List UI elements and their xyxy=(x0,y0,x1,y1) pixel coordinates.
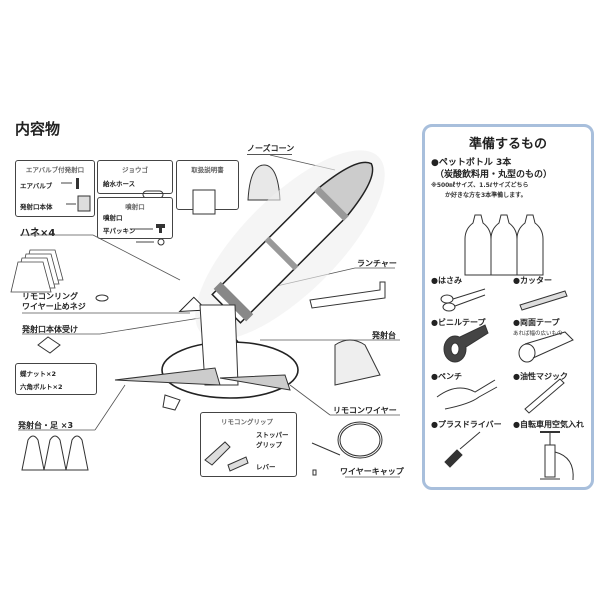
item-scissors: ●はさみ xyxy=(431,276,462,285)
legs-label: 発射台・足 ×3 xyxy=(18,421,74,430)
grip-box-title: リモコングリップ xyxy=(221,418,273,426)
wing-nut-label: 蝶ナット×2 xyxy=(20,370,56,378)
tools-icons xyxy=(436,288,574,481)
wire-screw-label: ワイヤー止めネジ xyxy=(22,302,86,311)
manual-box-title: 取扱説明書 xyxy=(191,166,224,174)
contents-title: 内容物 xyxy=(15,120,61,138)
marker-icon xyxy=(524,378,565,414)
funnel-box: ジョウゴ 給水ホース xyxy=(97,160,173,199)
item-bicycle-pump: ●自転車用空気入れ xyxy=(513,420,584,429)
air-valve-label: エアバルブ xyxy=(20,182,53,190)
scissors-icon xyxy=(440,288,486,312)
bottles-icon xyxy=(464,214,544,276)
prepare-panel: 準備するもの ●ペットボトル 3本 （炭酸飲料用・丸型のもの） ※500㎖サイズ… xyxy=(422,124,594,490)
funnel-box-title: ジョウゴ xyxy=(122,166,148,174)
nozzle-box: 噴射口 噴射口 平パッキン xyxy=(97,197,173,246)
nozzle-box-title: 噴射口 xyxy=(125,203,145,211)
item-vinyl-tape: ●ビニルテープ xyxy=(431,318,486,327)
bottle-type: （炭酸飲料用・丸型のもの） xyxy=(435,170,553,180)
item-cutter: ●カッター xyxy=(513,276,552,285)
item-screwdriver: ●プラスドライバー xyxy=(431,420,502,429)
bicycle-pump-icon xyxy=(540,431,574,481)
nut-bolt-box: 蝶ナット×2 六角ボルト×2 xyxy=(15,363,97,395)
launch-port-label: 発射口本体 xyxy=(20,203,53,211)
item-pliers: ●ペンチ xyxy=(431,372,462,381)
launcher-label: ランチャー xyxy=(357,259,397,268)
packing-label: 平パッキン xyxy=(103,227,136,235)
stopper-label: ストッパー xyxy=(256,431,289,439)
item-marker: ●油性マジック xyxy=(513,372,568,381)
wings-label: ハネ×4 xyxy=(20,228,56,239)
pliers-icon xyxy=(436,379,498,410)
double-tape-note: あれば幅の広いもの xyxy=(513,331,563,337)
remote-ring-label: リモコンリング xyxy=(22,292,78,301)
item-double-tape: ●両面テープ xyxy=(513,318,560,327)
grip-label: グリップ xyxy=(256,441,282,449)
launch-pad-label: 発射台 xyxy=(372,331,396,340)
manual-icon xyxy=(192,189,216,215)
screwdriver-icon xyxy=(444,431,481,468)
lever-label: レバー xyxy=(256,463,276,471)
air-valve-box: エアバルブ付発射口 エアバルブ 発射口本体 xyxy=(15,160,95,217)
body-holder-label: 発射口本体受け xyxy=(22,325,78,334)
nozzle-label: 噴射口 xyxy=(103,214,123,222)
air-valve-icon xyxy=(61,178,91,212)
wings-icon xyxy=(10,249,64,293)
bottle-note-2: か好きな方を3本準備します。 xyxy=(445,192,527,199)
bottle-note-1: ※500㎖サイズ、1.5ℓサイズどちら xyxy=(431,182,529,189)
cutter-knife-icon xyxy=(519,290,568,311)
manual-box: 取扱説明書 xyxy=(176,160,239,215)
remote-grip-box: リモコングリップ ストッパー グリップ レバー xyxy=(200,412,297,477)
wire-cap-label: ワイヤーキャップ xyxy=(340,467,404,476)
vinyl-tape-icon xyxy=(443,324,489,363)
air-valve-box-title: エアバルブ付発射口 xyxy=(25,166,85,174)
nose-cone-label: ノーズコーン xyxy=(247,144,295,153)
bottle-label: ●ペットボトル 3本 xyxy=(431,158,512,168)
hose-label: 給水ホース xyxy=(103,180,136,188)
double-sided-tape-icon xyxy=(518,331,574,363)
nozzle-icon xyxy=(130,224,165,246)
remote-wire-label: リモコンワイヤー xyxy=(333,406,397,415)
hex-bolt-label: 六角ボルト×2 xyxy=(20,383,63,391)
prepare-title: 準備するもの xyxy=(468,137,547,152)
